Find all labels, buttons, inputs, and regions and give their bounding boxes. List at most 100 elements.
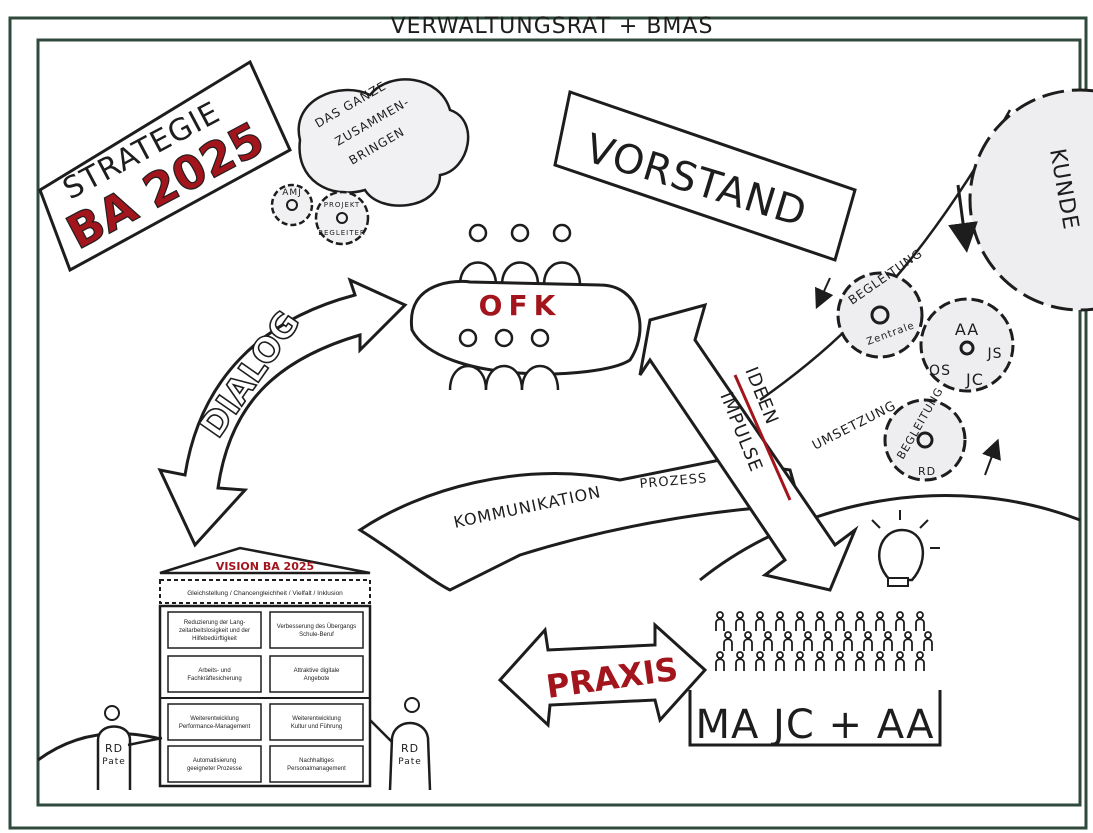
hill-right xyxy=(699,494,1081,582)
vision-box-line: Personalmanagement xyxy=(287,766,346,772)
vision-box-line: Arbeits- und xyxy=(198,668,230,674)
vision-box-line: Performance-Management xyxy=(179,724,251,730)
gear-kunde: KUNDE xyxy=(968,88,1093,312)
rd-left-line1: RD xyxy=(105,742,123,755)
crowd-head xyxy=(776,611,784,619)
unit-aa: AA xyxy=(955,320,979,339)
vision-box xyxy=(269,745,364,783)
crowd-head xyxy=(816,651,824,659)
vision-box-line: Kultur und Führung xyxy=(291,724,342,730)
gear-begleitung-rd: BEGLEITUNG RD xyxy=(883,385,967,482)
crowd-body xyxy=(823,638,833,651)
rd-pate-right: RD Pate xyxy=(369,697,432,791)
rd-left-line2: Pate xyxy=(102,757,126,767)
crowd-body xyxy=(915,618,925,631)
crowd-body xyxy=(863,638,873,651)
crowd-head xyxy=(896,651,904,659)
gear-projekt-begleiter: PROJEKT BEGLEITER xyxy=(314,190,370,246)
crowd-head xyxy=(716,651,724,659)
crowd-body xyxy=(855,618,865,631)
crowd-body xyxy=(803,638,813,651)
crowd-body xyxy=(875,658,885,671)
dialog-label: DIALOG xyxy=(193,304,309,445)
crowd-head xyxy=(724,631,732,639)
crowd-body xyxy=(755,658,765,671)
crowd-head xyxy=(796,611,804,619)
crowd-body xyxy=(715,658,725,671)
vision-box-line: Hilfebedürftigkeit xyxy=(192,636,237,642)
ofk-label: OFK xyxy=(479,289,562,322)
crowd-head xyxy=(856,651,864,659)
gear-units: AA OS JS JC xyxy=(919,297,1015,393)
crowd-body xyxy=(795,658,805,671)
crowd-body xyxy=(735,658,745,671)
crowd-body xyxy=(723,638,733,651)
rd-pate-left: RD Pate xyxy=(96,705,163,790)
crowd-body xyxy=(883,638,893,651)
top-banner: VERWALTUNGSRAT + BMAS xyxy=(391,14,714,39)
vision-box-line: Weiterentwicklung xyxy=(292,716,341,722)
crowd-body xyxy=(875,618,885,631)
unit-jc: JC xyxy=(965,370,984,389)
crowd-head xyxy=(776,651,784,659)
vision-box xyxy=(167,703,262,741)
crowd-body xyxy=(775,658,785,671)
crowd-head xyxy=(864,631,872,639)
vision-box xyxy=(167,655,262,693)
crowd-head xyxy=(884,631,892,639)
gear-begleitung-zentrale: BEGLEITUNG Zentrale xyxy=(836,246,925,359)
vision-box-line: Attraktive digitale xyxy=(294,668,340,674)
crowd-body xyxy=(715,618,725,631)
arrow-zentrale xyxy=(815,277,834,310)
crowd-head xyxy=(736,651,744,659)
cloud-gear: DAS GANZE ZUSAMMEN- BRINGEN xyxy=(297,78,470,207)
crowd-body xyxy=(835,658,845,671)
vision-box-line: geeigneter Prozesse xyxy=(187,766,243,772)
crowd-body xyxy=(795,618,805,631)
crowd-head xyxy=(916,611,924,619)
vision-box-line: Schule-Beruf xyxy=(299,632,334,638)
unit-os: OS xyxy=(929,363,951,379)
crowd-body xyxy=(783,638,793,651)
unit-js: JS xyxy=(986,346,1002,362)
vision-box-line: Weiterentwicklung xyxy=(190,716,239,722)
gear-amj: AMJ xyxy=(270,183,314,227)
ofk-table: OFK xyxy=(410,223,642,391)
crowd-head xyxy=(876,651,884,659)
gear-projekt-line1: PROJEKT xyxy=(324,201,360,209)
ma-label-box: MA JC + AA xyxy=(688,690,942,748)
prozess-label: PROZESS xyxy=(639,471,708,492)
vision-box-line: Reduzierung der Lang- xyxy=(184,620,245,626)
crowd-body xyxy=(855,658,865,671)
crowd-head xyxy=(876,611,884,619)
praxis-arrow: PRAXIS xyxy=(497,621,708,729)
crowd-head xyxy=(824,631,832,639)
crowd-body xyxy=(763,638,773,651)
vision-box-line: Nachhaltiges xyxy=(299,758,334,764)
crowd-head xyxy=(744,631,752,639)
crowd-body xyxy=(775,618,785,631)
crowd-head xyxy=(916,651,924,659)
vision-box-line: zeitarbeitslosigkeit und der xyxy=(179,628,250,634)
vision-box-line: Verbesserung des Übergangs xyxy=(277,623,356,630)
crowd-head xyxy=(756,611,764,619)
gear-projekt-line2: BEGLEITER xyxy=(318,229,366,237)
outer-frame xyxy=(8,16,1088,830)
crowd-head xyxy=(844,631,852,639)
crowd-head xyxy=(896,611,904,619)
strategy-box: STRATEGIE BA 2025 xyxy=(38,59,292,273)
crowd-body xyxy=(755,618,765,631)
crowd-body xyxy=(915,658,925,671)
crowd-head xyxy=(804,631,812,639)
vision-box xyxy=(167,745,262,783)
vision-title: VISION BA 2025 xyxy=(216,560,314,573)
crowd-body xyxy=(843,638,853,651)
crowd-head xyxy=(856,611,864,619)
crowd-head xyxy=(796,651,804,659)
arrow-down-kunde xyxy=(948,184,978,253)
inner-frame xyxy=(36,38,1082,807)
crowd-body xyxy=(815,618,825,631)
dialog-arrow: DIALOG xyxy=(157,277,408,548)
crowd-body xyxy=(735,618,745,631)
